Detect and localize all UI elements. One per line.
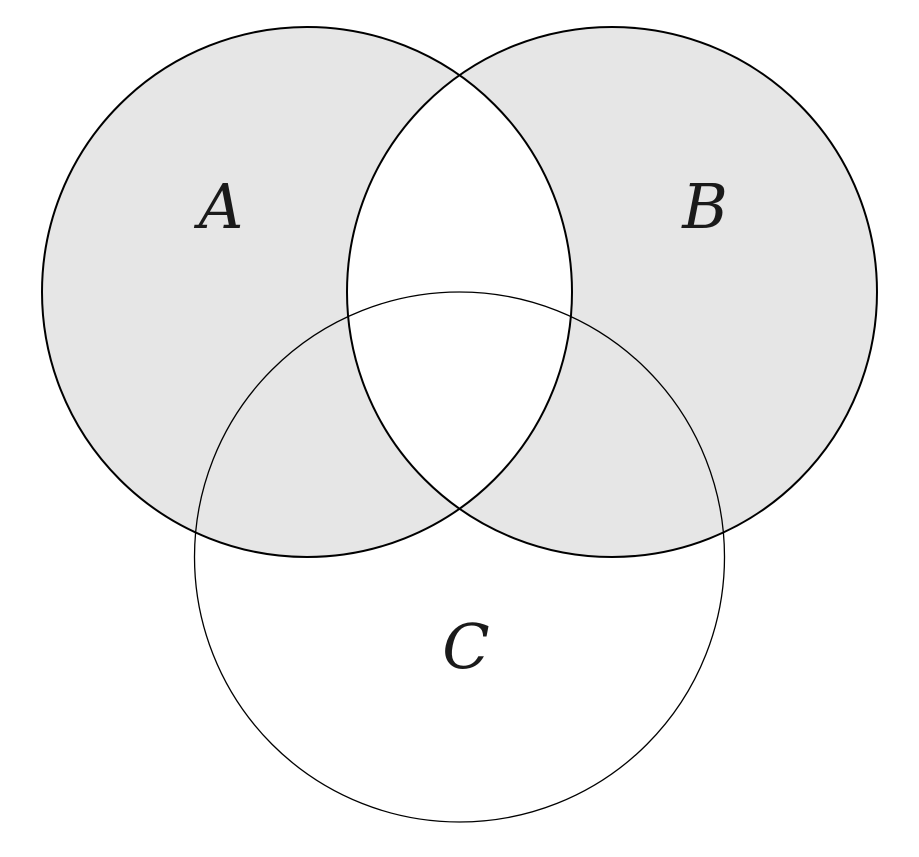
circle-a-outline	[41, 26, 573, 558]
circle-c-outline	[193, 291, 726, 823]
set-label-c: C	[442, 610, 489, 683]
shaded-region-a-symmetric-difference-b	[42, 27, 877, 557]
set-label-a: A	[194, 170, 244, 243]
circle-b-outline	[346, 26, 878, 558]
set-label-b: B	[681, 170, 728, 243]
